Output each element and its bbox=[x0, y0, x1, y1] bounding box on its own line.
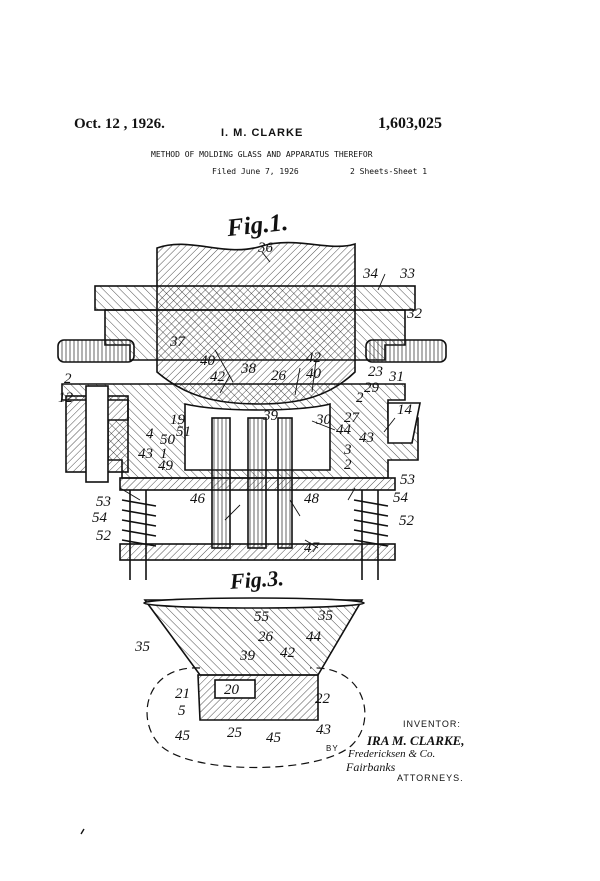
ref-numeral-37: 37 bbox=[169, 334, 187, 350]
ref-numeral-5: 5 bbox=[178, 703, 186, 719]
funnel-rim bbox=[143, 597, 365, 609]
inventor-signature: IRA M. CLARKE, bbox=[367, 733, 465, 748]
insert-20 bbox=[214, 679, 256, 699]
sheet-count: 2 Sheets-Sheet 1 bbox=[350, 167, 428, 176]
ref-numeral-29: 29 bbox=[364, 380, 380, 396]
ref-numeral-4: 4 bbox=[146, 426, 154, 442]
ref-numeral-1: 1 bbox=[160, 446, 168, 462]
section-outline bbox=[146, 667, 366, 768]
ref-numeral-42: 42 bbox=[280, 645, 296, 661]
ref-numeral-38: 38 bbox=[240, 361, 257, 377]
ref-numeral-40: 40 bbox=[200, 353, 216, 369]
stray-mark bbox=[80, 828, 85, 835]
ref-numeral-44: 44 bbox=[336, 422, 352, 438]
ref-numeral-54: 54 bbox=[393, 490, 409, 506]
spring-left bbox=[121, 490, 157, 580]
ref-numeral-12: 12 bbox=[58, 390, 74, 406]
patent-title: METHOD OF MOLDING GLASS AND APPARATUS TH… bbox=[151, 150, 373, 159]
plate-53 bbox=[119, 477, 396, 491]
ref-numeral-42: 42 bbox=[306, 350, 322, 366]
rod-left bbox=[57, 339, 135, 363]
ref-numeral-43: 43 bbox=[359, 430, 374, 446]
patent-number: 1,603,025 bbox=[378, 115, 442, 132]
ref-numeral-53: 53 bbox=[400, 472, 415, 488]
ring-32 bbox=[104, 309, 406, 361]
ref-numeral-49: 49 bbox=[158, 458, 174, 474]
ref-numeral-33: 33 bbox=[399, 266, 415, 282]
ref-numeral-34: 34 bbox=[362, 266, 379, 282]
ref-numeral-51: 51 bbox=[176, 424, 191, 440]
by-label: BY bbox=[326, 744, 339, 753]
inventor-label: INVENTOR: bbox=[403, 719, 461, 729]
attorneys-label: ATTORNEYS. bbox=[397, 773, 464, 783]
ref-numeral-26: 26 bbox=[258, 629, 274, 645]
ref-numeral-27: 27 bbox=[344, 410, 361, 426]
ref-numeral-46: 46 bbox=[190, 491, 206, 507]
ref-numeral-22: 22 bbox=[315, 691, 331, 707]
ref-numeral-35: 35 bbox=[134, 639, 151, 655]
rod-right bbox=[365, 339, 447, 363]
ref-numeral-19: 19 bbox=[170, 412, 186, 428]
ref-numeral-43: 43 bbox=[138, 446, 153, 462]
ref-numeral-52: 52 bbox=[96, 528, 112, 544]
inventor-name: I. M. CLARKE bbox=[221, 127, 304, 139]
ref-numeral-3: 3 bbox=[343, 442, 352, 458]
ref-numeral-14: 14 bbox=[397, 402, 413, 418]
ref-numeral-2: 2 bbox=[64, 371, 72, 387]
ref-numeral-40: 40 bbox=[306, 366, 322, 382]
ref-numeral-32: 32 bbox=[406, 306, 423, 322]
ref-numeral-2: 2 bbox=[344, 457, 352, 473]
ref-numeral-48: 48 bbox=[304, 491, 320, 507]
ref-numeral-54: 54 bbox=[92, 510, 108, 526]
plate-47 bbox=[119, 543, 396, 561]
ref-numeral-31: 31 bbox=[388, 369, 404, 385]
attorney-signature-1: Fredericksen & Co. bbox=[348, 748, 436, 760]
attorney-signature-2: Fairbanks bbox=[346, 760, 396, 774]
ref-numeral-30: 30 bbox=[315, 412, 332, 428]
spring-right bbox=[353, 490, 389, 580]
ref-numeral-47: 47 bbox=[304, 540, 321, 556]
ref-numeral-45: 45 bbox=[175, 728, 191, 744]
ref-numeral-42: 42 bbox=[210, 369, 226, 385]
ref-numeral-2: 2 bbox=[356, 390, 364, 406]
ref-numeral-52: 52 bbox=[399, 513, 415, 529]
ref-numeral-43: 43 bbox=[316, 722, 331, 738]
filed-date: Filed June 7, 1926 bbox=[212, 167, 299, 176]
ref-numeral-50: 50 bbox=[160, 432, 176, 448]
bar-14 bbox=[387, 402, 421, 444]
ref-numeral-45: 45 bbox=[266, 730, 282, 746]
ref-numeral-53: 53 bbox=[96, 494, 111, 510]
ref-numeral-36: 36 bbox=[257, 240, 274, 256]
ref-numeral-35: 35 bbox=[317, 608, 334, 624]
ref-numeral-21: 21 bbox=[175, 686, 190, 702]
flange-33 bbox=[94, 285, 416, 311]
ref-numeral-55: 55 bbox=[254, 609, 270, 625]
ref-numeral-25: 25 bbox=[227, 725, 243, 741]
figure-label-3: Fig.3. bbox=[229, 565, 285, 594]
ref-numeral-44: 44 bbox=[306, 629, 322, 645]
ref-numeral-39: 39 bbox=[239, 648, 256, 664]
patent-date: Oct. 12 , 1926. bbox=[74, 116, 165, 132]
ref-numeral-26: 26 bbox=[271, 368, 287, 384]
ref-numeral-20: 20 bbox=[224, 682, 240, 698]
ref-numeral-23: 23 bbox=[368, 364, 383, 380]
ref-numeral-39: 39 bbox=[262, 408, 279, 424]
